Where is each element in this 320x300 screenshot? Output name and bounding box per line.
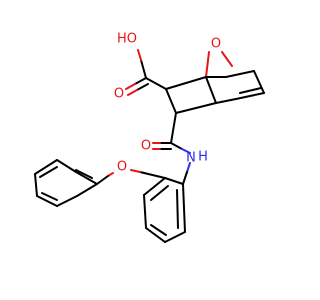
bond-c3-c4: [175, 102, 217, 114]
molecule-diagram: HO O O O H N O: [34, 32, 265, 243]
bond-c7-c1: [225, 70, 255, 78]
bond-ether-ring1: [96, 175, 109, 185]
bond-ring2-e: [164, 231, 186, 243]
atom-label-o-ether: O: [117, 160, 127, 175]
bond-ring2-c: [143, 194, 147, 229]
bond-ring1-c-inner: [39, 166, 58, 178]
bond-ring1-a: [75, 171, 98, 185]
atom-label-o-bridge: O: [211, 37, 221, 52]
bond-ring2-f: [182, 183, 186, 233]
bond-acid-c-o-a: [134, 77, 147, 85]
bond-acid-c-o-b-red: [127, 89, 138, 96]
bond-ring2-a: [164, 177, 184, 185]
bond-acid-c-oh-red: [137, 49, 142, 61]
atom-label-h: H: [198, 150, 208, 165]
bond-ring1-d: [34, 173, 38, 197]
atom-label-ho: HO: [117, 32, 137, 47]
bond-c2-c3: [165, 88, 177, 114]
bond-c5-c6-double: [239, 87, 262, 94]
atom-label-o-acid: O: [114, 87, 124, 102]
bond-ring2-b: [143, 177, 166, 196]
bond-ring2-d: [145, 227, 166, 243]
bond-ring1-e-inner: [41, 192, 58, 201]
bond-ring2-f-inner: [176, 189, 179, 229]
bond-ring1-e: [36, 195, 58, 207]
bond-o-bridge-left: [205, 51, 210, 78]
bond-c2-c1: [165, 76, 207, 90]
bond-o-bridge-right: [221, 51, 233, 67]
bond-ring2-b-inner: [150, 185, 169, 201]
atom-label-o-amide: O: [141, 139, 151, 154]
bond-n-ring: [182, 171, 188, 185]
bond-amide-c-n-blue: [181, 148, 191, 154]
structure-canvas: HO O O O H N O: [34, 32, 265, 243]
bond-ring1-b: [56, 159, 77, 173]
bond-ether-red-a: [130, 169, 141, 173]
bond-c5-c6: [235, 92, 265, 100]
bond-acid-c-oh: [140, 59, 147, 79]
bond-ring1-c: [34, 159, 58, 175]
bond-ring1-g: [76, 183, 98, 197]
bond-ring1-f: [56, 195, 78, 207]
bond-ring2-d-inner: [150, 224, 167, 236]
bond-ring2-ether: [139, 171, 166, 179]
bond-c6-c7: [253, 70, 265, 94]
bond-c1-c4: [205, 76, 217, 104]
atom-label-n: N: [186, 151, 196, 166]
bond-acid-c-o-a-red: [125, 83, 136, 90]
bond-amide-c-n: [170, 142, 183, 150]
bond-c3-amide-c: [170, 112, 177, 144]
bond-n-ring-blue: [186, 162, 191, 173]
bond-acid-c-o-b: [136, 83, 149, 91]
bond-ring1-a-inner: [75, 169, 93, 179]
bond-c-acid: [145, 77, 167, 90]
bond-c4-c5: [215, 98, 237, 104]
